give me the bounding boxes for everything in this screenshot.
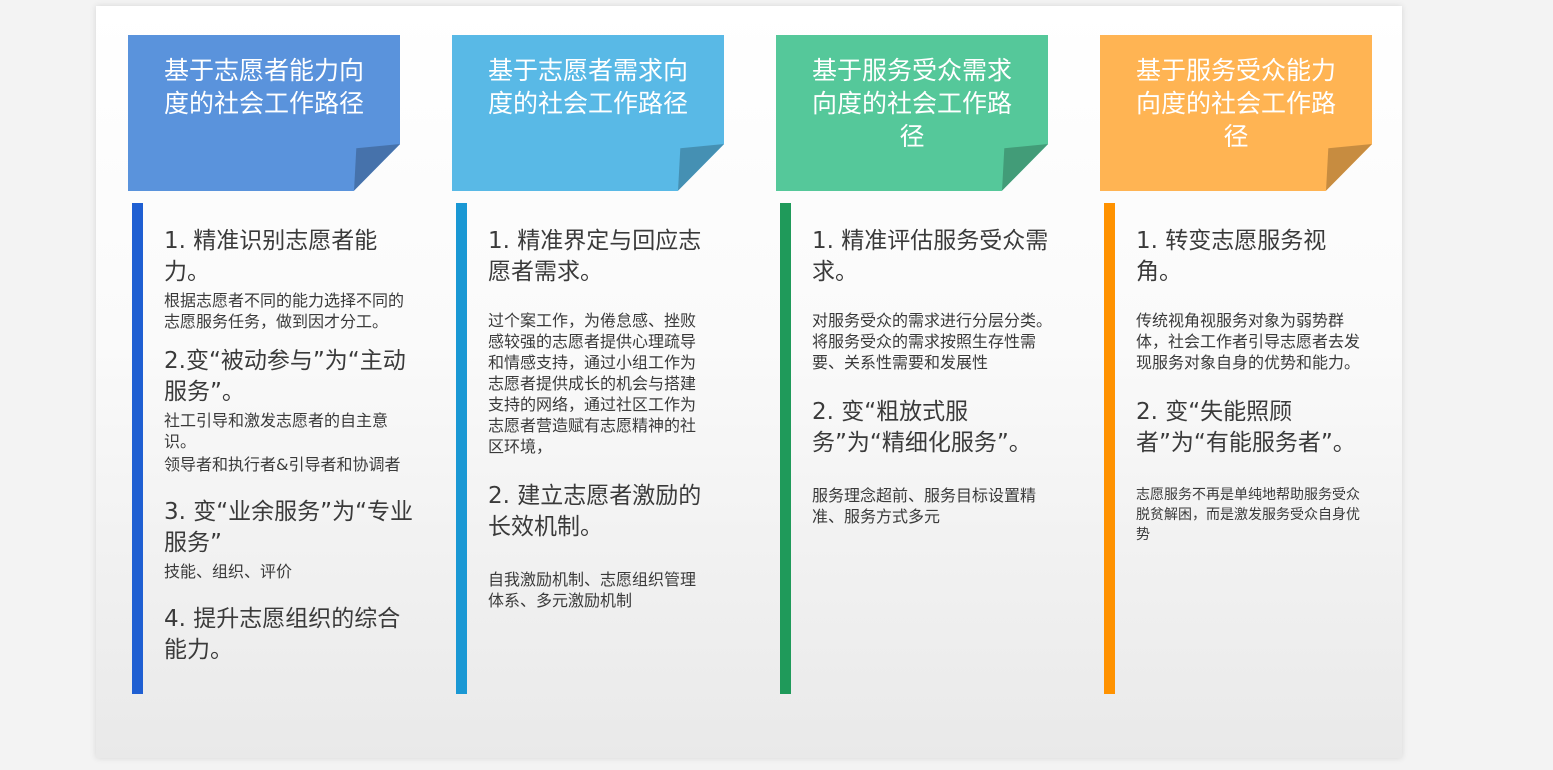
column-content: 1. 转变志愿服务视角。 传统视角视服务对象为弱势群体，社会工作者引导志愿者去发… [1136,226,1372,545]
item-heading: 2. 变“粗放式服务”为“精细化服务”。 [812,399,1032,456]
item-heading: 2.变“被动参与”为“主动服务”。 [164,348,406,405]
item-body: 根据志愿者不同的能力选择不同的志愿服务任务，做到因才分工。 [164,291,405,331]
banner-fold [678,144,724,191]
item-heading: 2. 变“失能照顾者”为“有能服务者”。 [1136,399,1356,456]
banner-title: 基于服务受众需求向度的社会工作路径 [812,56,1013,151]
column-volunteer-needs: 基于志愿者需求向度的社会工作路径 1. 精准界定与回应志愿者需求。 过个案工作，… [452,6,752,758]
item-body: 社工引导和激发志愿者的自主意识。 [164,411,389,451]
item-body: 过个案工作，为倦怠感、挫败感较强的志愿者提供心理疏导和情感支持，通过小组工作为志… [488,311,697,456]
item-heading: 2. 建立志愿者激励的长效机制。 [488,483,702,540]
item-heading: 1. 精准识别志愿者能力。 [164,228,378,285]
item-body: 志愿服务不再是单纯地帮助服务受众脱贫解困，而是激发服务受众自身优势 [1136,487,1360,543]
item-body: 对服务受众的需求进行分层分类。将服务受众的需求按照生存性需要、关系性需要和发展性 [812,311,1053,372]
banner-title: 基于服务受众能力向度的社会工作路径 [1136,56,1337,151]
banner-title: 基于志愿者需求向度的社会工作路径 [488,56,689,118]
item-heading: 1. 转变志愿服务视角。 [1136,228,1327,285]
column-content: 1. 精准评估服务受众需求。 对服务受众的需求进行分层分类。将服务受众的需求按照… [812,226,1052,527]
item-body: 服务理念超前、服务目标设置精准、服务方式多元 [812,486,1037,526]
banner-fold [1326,144,1372,191]
accent-bar [132,203,143,694]
accent-bar [456,203,467,694]
item-heading: 1. 精准界定与回应志愿者需求。 [488,228,702,285]
column-content: 1. 精准识别志愿者能力。 根据志愿者不同的能力选择不同的志愿服务任务，做到因才… [164,226,414,666]
banner-fold [1002,144,1048,191]
slide: 基于志愿者能力向度的社会工作路径 1. 精准识别志愿者能力。 根据志愿者不同的能… [96,6,1402,758]
column-content: 1. 精准界定与回应志愿者需求。 过个案工作，为倦怠感、挫败感较强的志愿者提供心… [488,226,706,611]
column-recipient-needs: 基于服务受众需求向度的社会工作路径 1. 精准评估服务受众需求。 对服务受众的需… [776,6,1076,758]
item-heading: 3. 变“业余服务”为“专业服务” [164,499,414,556]
accent-bar [780,203,791,694]
item-heading: 1. 精准评估服务受众需求。 [812,228,1049,285]
banner-2: 基于志愿者需求向度的社会工作路径 [452,35,724,191]
banner-title: 基于志愿者能力向度的社会工作路径 [164,56,365,118]
banner-4: 基于服务受众能力向度的社会工作路径 [1100,35,1372,191]
item-body: 领导者和执行者&引导者和协调者 [164,455,401,474]
banner-fold [354,144,400,191]
item-body: 传统视角视服务对象为弱势群体，社会工作者引导志愿者去发现服务对象自身的优势和能力… [1136,311,1361,372]
banner-3: 基于服务受众需求向度的社会工作路径 [776,35,1048,191]
column-volunteer-ability: 基于志愿者能力向度的社会工作路径 1. 精准识别志愿者能力。 根据志愿者不同的能… [128,6,428,758]
banner-1: 基于志愿者能力向度的社会工作路径 [128,35,400,191]
accent-bar [1104,203,1115,694]
item-body: 自我激励机制、志愿组织管理体系、多元激励机制 [488,570,697,610]
item-heading: 4. 提升志愿组织的综合能力。 [164,606,401,663]
column-recipient-ability: 基于服务受众能力向度的社会工作路径 1. 转变志愿服务视角。 传统视角视服务对象… [1100,6,1400,758]
item-body: 技能、组织、评价 [164,562,293,581]
